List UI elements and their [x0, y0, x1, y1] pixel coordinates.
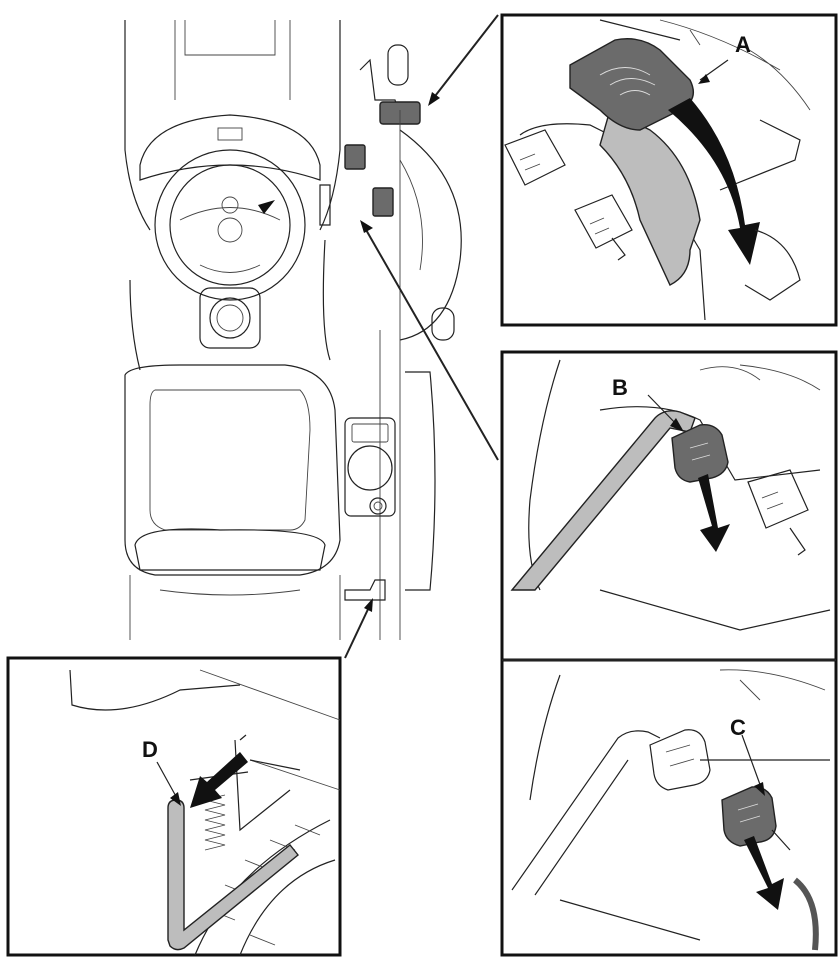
pedal-b-inactive [649, 729, 711, 791]
callout-c: C [730, 715, 746, 740]
inset-b: B [500, 350, 838, 662]
inset-c: C [500, 658, 838, 957]
hood-center-panel [184, 20, 276, 56]
switch-icon [574, 194, 633, 261]
pedal-a-arm [599, 108, 701, 286]
direction-arrow-icon [258, 200, 275, 214]
steering-wheel [154, 149, 306, 301]
main-operator-view [124, 20, 462, 640]
dashboard [139, 114, 321, 181]
inset-a: A [500, 13, 838, 327]
switch-icon [747, 469, 809, 556]
lever-d [167, 799, 299, 951]
pedal-b [671, 424, 729, 483]
pedal-a [569, 38, 694, 131]
callout-a: A [735, 32, 751, 57]
inset-d: D [6, 656, 342, 957]
leader-lines [344, 14, 499, 659]
callout-d: D [142, 737, 158, 762]
operator-seat [124, 364, 341, 576]
callout-b: B [612, 375, 628, 400]
switch-icon [504, 129, 566, 186]
spring [204, 794, 226, 851]
press-arrow-icon [744, 836, 784, 910]
fuel-cap [199, 287, 261, 349]
press-arrow-icon [190, 752, 248, 808]
press-arrow-icon [698, 474, 730, 552]
press-arrow-icon [668, 98, 760, 265]
pedal-c [721, 786, 777, 847]
hood-outline [124, 20, 341, 231]
fender [399, 129, 462, 341]
pedal-b-arm [510, 410, 696, 591]
